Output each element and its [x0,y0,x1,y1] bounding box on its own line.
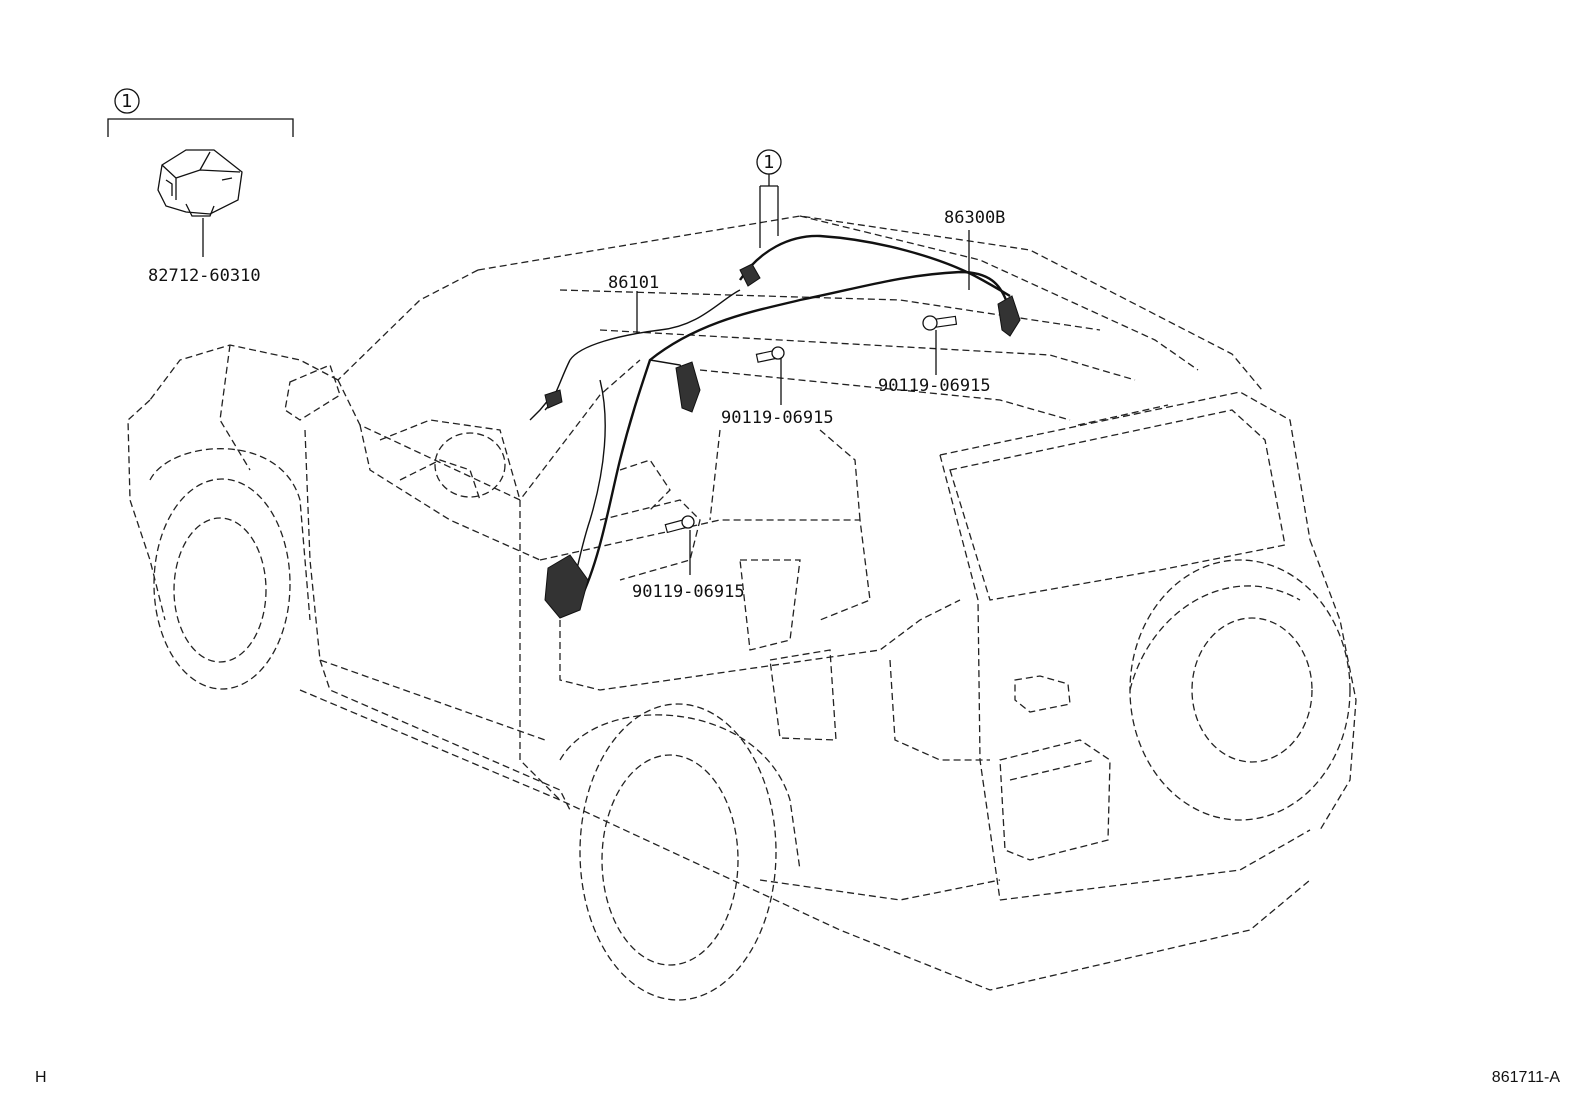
bracket-part-number: 82712-60310 [148,266,261,286]
connector-dash-small [544,389,563,409]
leaders [636,230,970,575]
callout-bracket-line [107,118,294,137]
part-number-bolt-console: 90119-06915 [632,582,745,602]
callout-group-bracket: 1 82712-60310 [107,88,294,286]
part-number-86101: 86101 [608,273,659,293]
part-number-bolt-right: 90119-06915 [878,376,991,396]
callout-bracket-line [759,174,779,248]
footer-right-code: 861711-A [1492,1069,1561,1086]
footer-left-code: H [35,1069,47,1086]
vehicle-outline [127,215,1357,1001]
bracket-part-icon [157,149,243,217]
wire-harness-86300b [739,234,1011,298]
bolt-icons [664,315,958,534]
connector-rear [997,295,1021,337]
wire-connectors [544,263,1021,619]
connector-roof-front [739,263,761,287]
bolt-icon-right [922,315,958,331]
callout-number: 1 [121,91,132,112]
bolt-icon-console [664,515,695,534]
callout-circle [114,88,140,114]
part-number-86300b: 86300B [944,208,1005,228]
part-number-bolt-dash: 90119-06915 [721,408,834,428]
connector-dash [675,361,701,413]
callout-number: 1 [763,152,774,173]
callout-group-connectors: 1 [756,149,782,248]
connector-console [544,554,589,619]
bolt-icon-dash [755,346,785,363]
